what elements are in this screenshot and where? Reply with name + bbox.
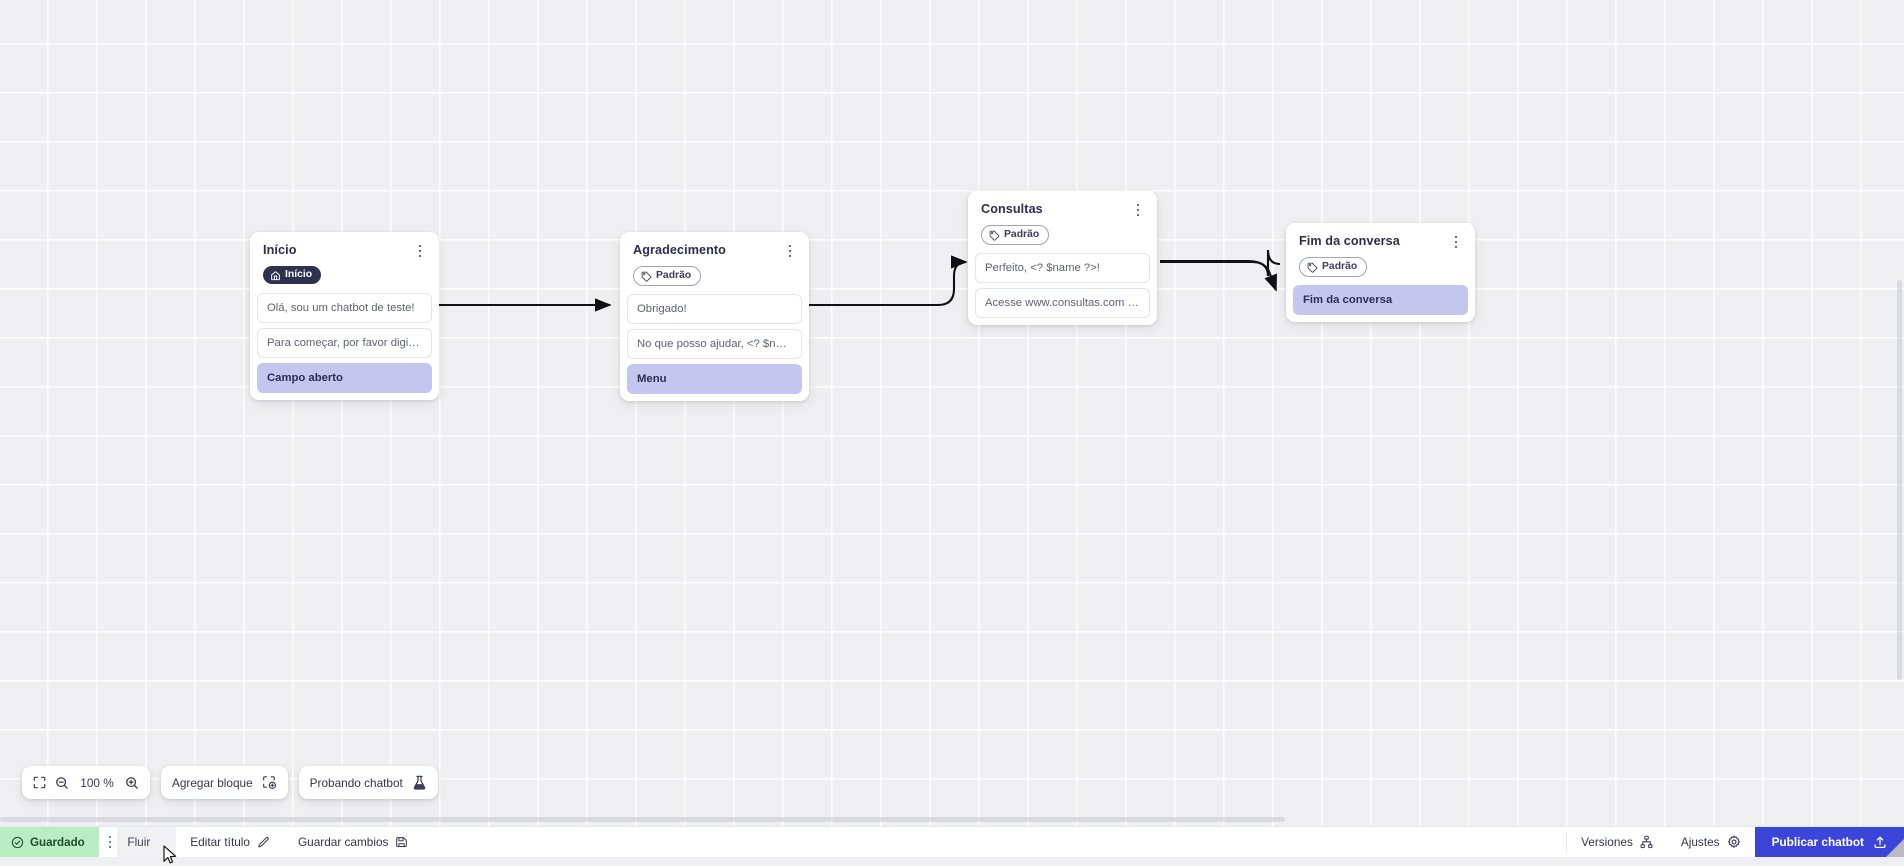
node-row-message[interactable]: Perfeito, <? $name ?>! <box>975 253 1150 283</box>
publish-chatbot-button[interactable]: Publicar chatbot <box>1755 827 1904 857</box>
badge-default[interactable]: Padrão <box>981 225 1049 245</box>
node-header: Agradecimento <box>627 239 802 260</box>
node-header: Consultas <box>975 198 1150 219</box>
connector-edges <box>0 0 1904 826</box>
settings-label: Ajustes <box>1681 835 1720 849</box>
gear-icon <box>1727 835 1741 849</box>
node-header: Início <box>257 239 432 260</box>
edit-title-button[interactable]: Editar título <box>176 827 284 857</box>
node-inicio[interactable]: Início Início Olá, sou um chatbot de tes… <box>250 232 439 400</box>
more-vertical-icon[interactable] <box>412 242 428 260</box>
tab-fluir[interactable]: Fluir <box>117 827 176 857</box>
branch-icon <box>1640 835 1653 849</box>
node-row-message[interactable]: Obrigado! <box>627 294 802 324</box>
horizontal-scrollbar[interactable] <box>0 817 1285 822</box>
test-chatbot-button[interactable]: Probando chatbot <box>299 766 438 799</box>
node-consultas[interactable]: Consultas Padrão Perfeito, <? $name ?>! … <box>968 191 1157 325</box>
edit-title-label: Editar título <box>190 835 250 849</box>
save-changes-label: Guardar cambios <box>298 835 388 849</box>
settings-button[interactable]: Ajustes <box>1667 827 1755 857</box>
zoom-level[interactable]: 100 % <box>78 776 116 790</box>
flask-icon <box>412 775 427 791</box>
badge-label: Padrão <box>1322 261 1357 273</box>
upload-icon <box>1873 835 1887 849</box>
node-rows: Olá, sou um chatbot de teste! Para começ… <box>257 293 432 393</box>
node-row-message[interactable]: Olá, sou um chatbot de teste! <box>257 293 432 323</box>
edge-agradecimento-consultas <box>806 262 966 305</box>
publish-label: Publicar chatbot <box>1772 835 1864 849</box>
badge-default[interactable]: Padrão <box>633 266 701 286</box>
node-fim-da-conversa[interactable]: Fim da conversa Padrão Fim da conversa <box>1286 223 1475 322</box>
window-resize-grip[interactable] <box>1886 839 1904 857</box>
zoom-controls: 100 % <box>22 766 150 799</box>
node-row-message[interactable]: Acesse www.consultas.com par... <box>975 288 1150 318</box>
more-vertical-icon[interactable] <box>1448 233 1464 251</box>
add-block-icon <box>262 775 277 790</box>
more-vertical-icon[interactable] <box>1130 201 1146 219</box>
tag-icon <box>1307 262 1318 273</box>
more-vertical-icon[interactable] <box>99 827 118 857</box>
save-icon <box>395 836 408 849</box>
flow-canvas[interactable]: Início Início Olá, sou um chatbot de tes… <box>0 0 1904 826</box>
node-row-message[interactable]: Para começar, por favor digite o ... <box>257 328 432 358</box>
badge-label: Início <box>285 269 312 281</box>
add-block-label: Agregar bloque <box>172 776 253 790</box>
node-row-action[interactable]: Fim da conversa <box>1293 285 1468 315</box>
saved-status-badge: Guardado <box>0 827 99 857</box>
node-rows: Obrigado! No que posso ajudar, <? $name … <box>627 294 802 394</box>
badge-label: Padrão <box>1004 229 1039 241</box>
check-circle-icon <box>11 836 24 849</box>
status-bar: Guardado Fluir Editar título Guardar cam… <box>0 826 1904 857</box>
canvas-toolbar: 100 % Agregar bloque Probando chatbot <box>22 766 438 799</box>
node-title: Fim da conversa <box>1299 234 1400 249</box>
node-title: Agradecimento <box>633 243 726 258</box>
statusbar-spacer <box>422 827 1566 857</box>
fit-screen-icon[interactable] <box>33 776 46 789</box>
versions-button[interactable]: Versiones <box>1567 827 1667 857</box>
more-vertical-icon[interactable] <box>782 242 798 260</box>
edge-consultas-fim-seg1 <box>1160 250 1280 276</box>
zoom-out-icon[interactable] <box>55 776 69 790</box>
badge-label: Padrão <box>656 270 691 282</box>
home-icon <box>270 270 281 281</box>
versions-label: Versiones <box>1581 835 1633 849</box>
tag-icon <box>989 230 1000 241</box>
node-badges: Padrão <box>975 219 1150 253</box>
tab-fluir-label: Fluir <box>127 835 150 849</box>
test-chatbot-label: Probando chatbot <box>310 776 403 790</box>
node-header: Fim da conversa <box>1293 230 1468 251</box>
node-badges: Padrão <box>627 260 802 294</box>
badge-default[interactable]: Padrão <box>1299 257 1367 277</box>
node-agradecimento[interactable]: Agradecimento Padrão Obrigado! No que po… <box>620 232 809 401</box>
zoom-in-icon[interactable] <box>125 776 139 790</box>
pencil-icon <box>257 836 270 849</box>
node-row-action[interactable]: Campo aberto <box>257 363 432 393</box>
node-badges: Início <box>257 260 432 293</box>
badge-start[interactable]: Início <box>263 266 321 284</box>
add-block-button[interactable]: Agregar bloque <box>161 766 288 799</box>
node-title: Início <box>263 243 297 258</box>
node-row-action[interactable]: Menu <box>627 364 802 394</box>
node-rows: Perfeito, <? $name ?>! Acesse www.consul… <box>975 253 1150 318</box>
edge-consultas-fim <box>1160 261 1276 290</box>
tag-icon <box>641 271 652 282</box>
node-badges: Padrão <box>1293 251 1468 285</box>
node-rows: Fim da conversa <box>1293 285 1468 315</box>
saved-label: Guardado <box>30 836 85 849</box>
node-title: Consultas <box>981 202 1043 217</box>
save-changes-button[interactable]: Guardar cambios <box>284 827 422 857</box>
node-row-message[interactable]: No que posso ajudar, <? $name ... <box>627 329 802 359</box>
vertical-scrollbar[interactable] <box>1897 280 1902 680</box>
